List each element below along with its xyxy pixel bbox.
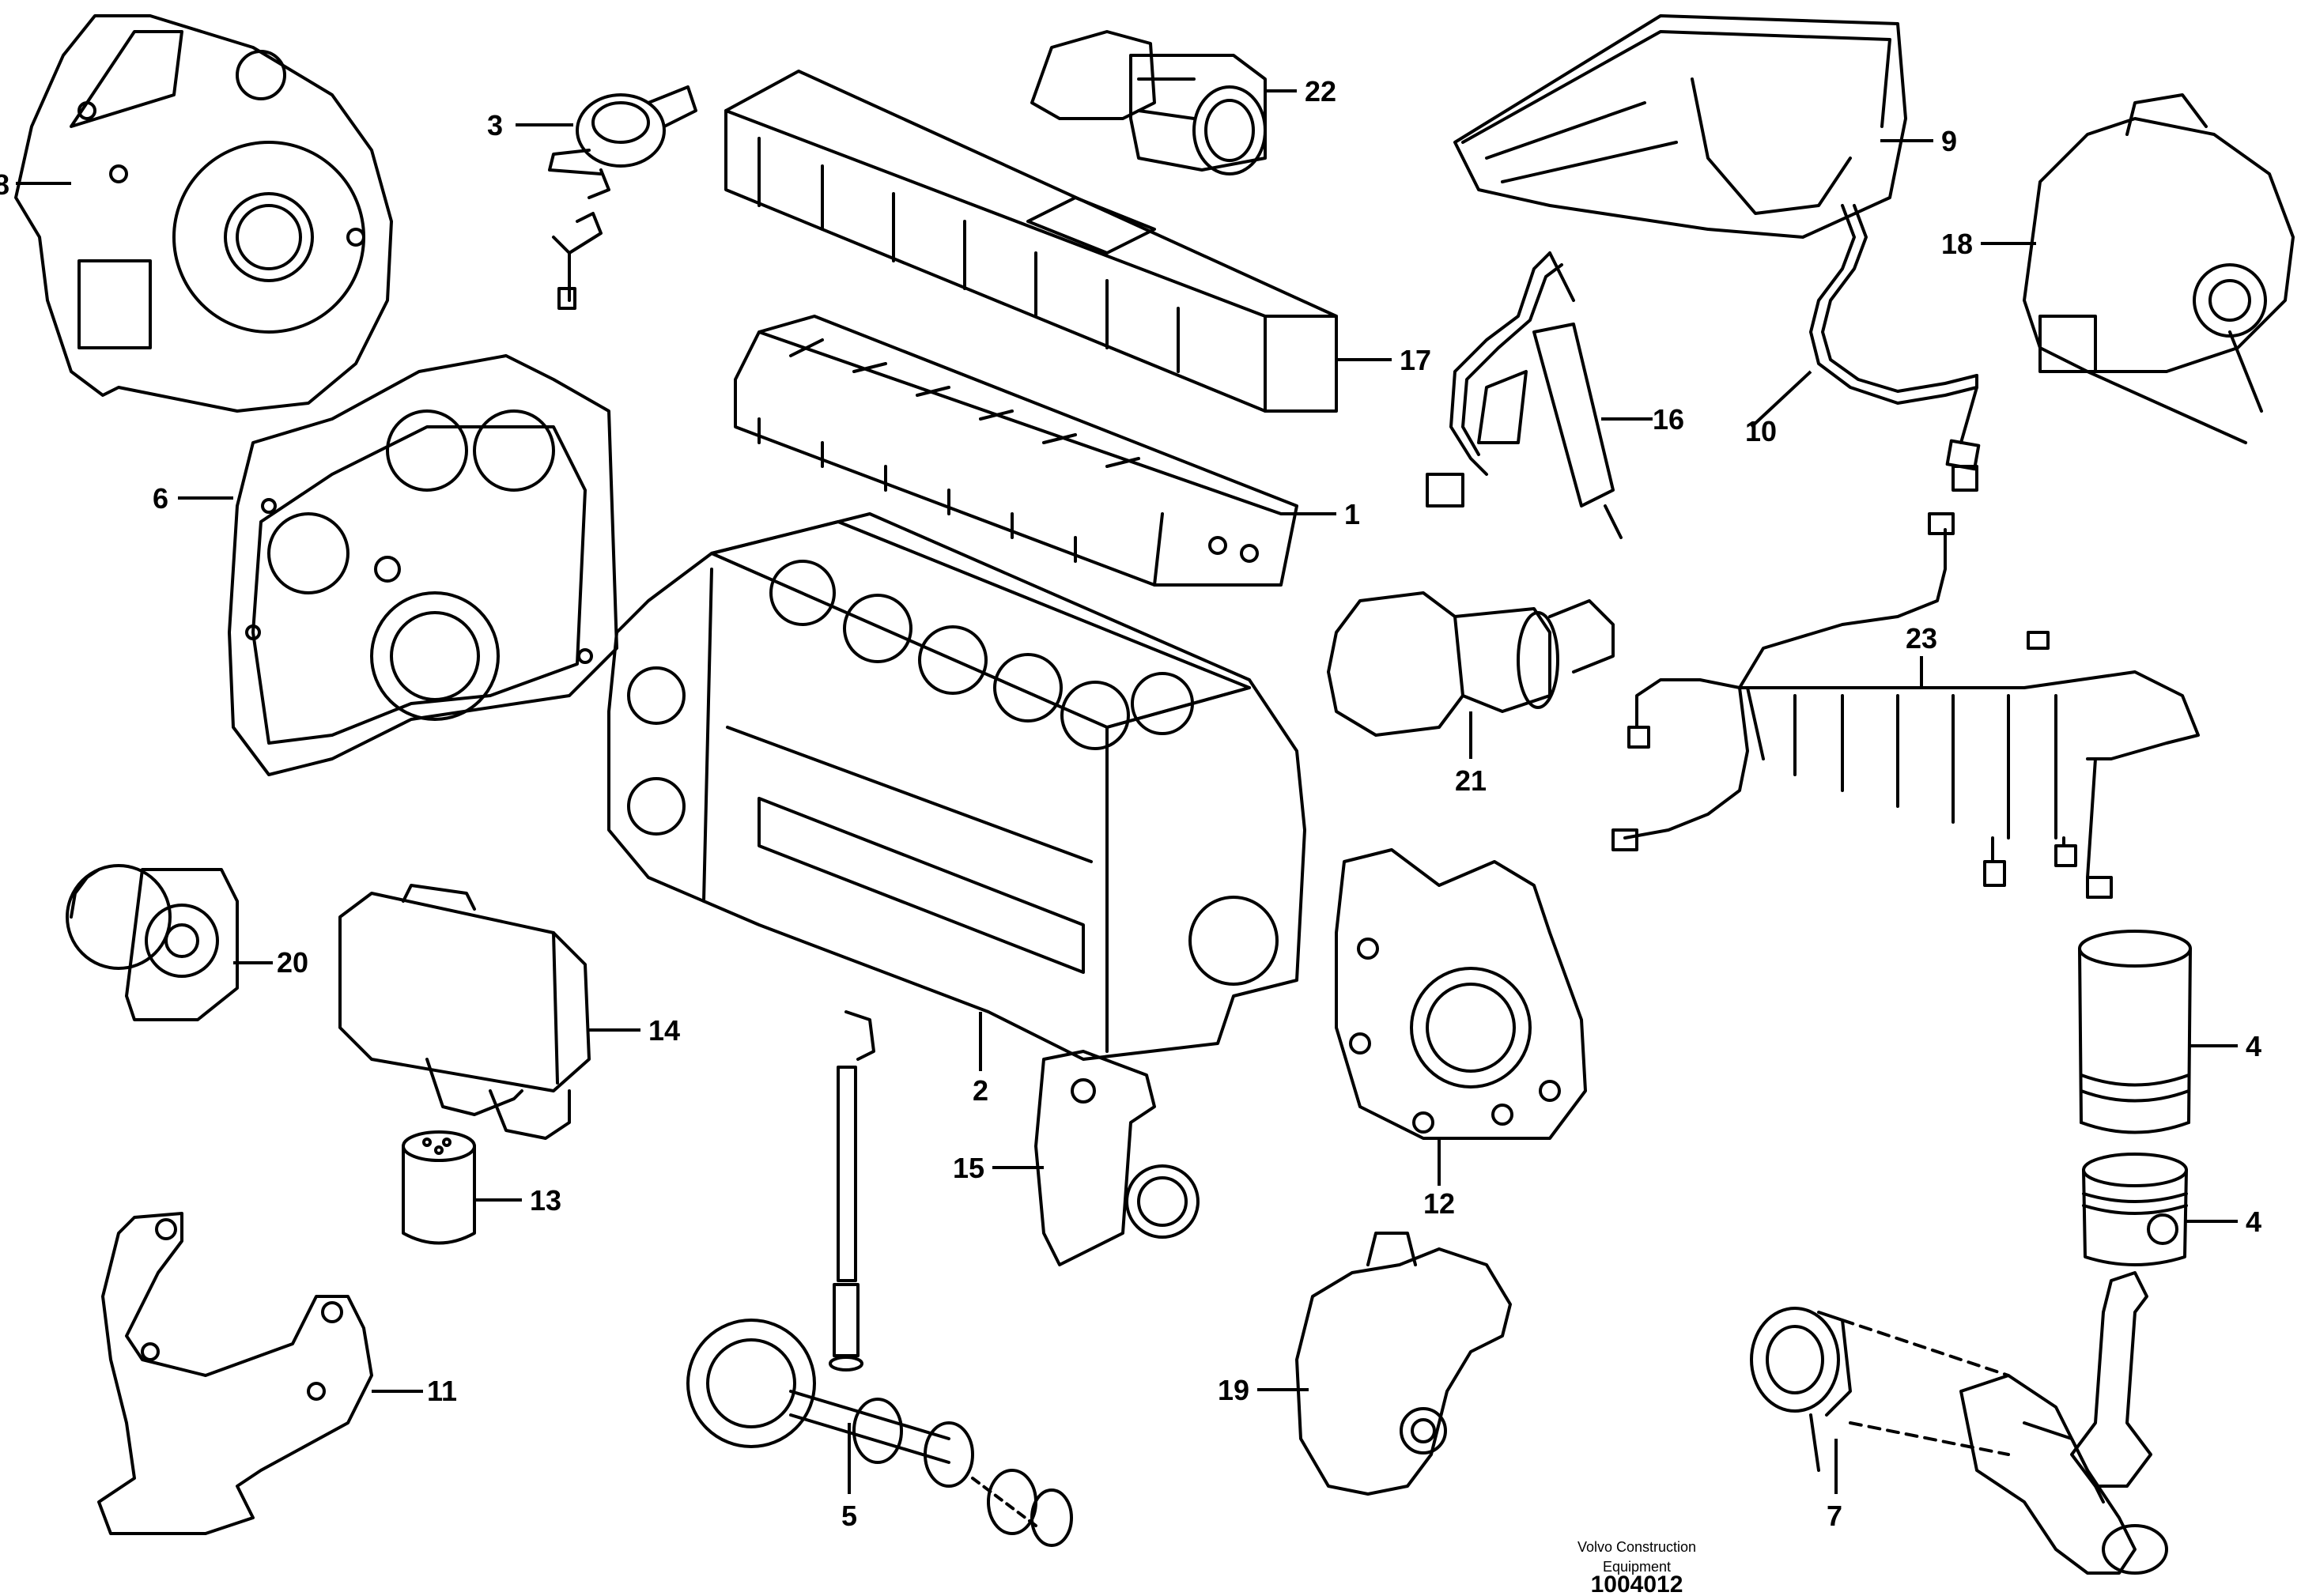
callout-9: 9: [1941, 125, 1957, 157]
callout-12: 12: [1423, 1187, 1455, 1220]
callout-8: 8: [0, 168, 9, 201]
engine-mount-bracket: [97, 1212, 373, 1535]
rocker-cover: [724, 70, 1338, 413]
fuel-injector-line: [1426, 251, 1623, 539]
rear-cover: [1335, 848, 1587, 1140]
callout-5: 5: [841, 1500, 857, 1532]
oil-pipe-breather: [548, 85, 697, 310]
water-pump: [1295, 1232, 1512, 1496]
cylinder-head: [734, 315, 1298, 587]
callout-23: 23: [1906, 622, 1937, 655]
solenoid-valve: [1030, 30, 1267, 175]
flywheel-housing: [14, 14, 393, 413]
turbocharger: [2023, 93, 2295, 444]
callout-17: 17: [1400, 344, 1431, 376]
callout-4b: 4: [2246, 1205, 2261, 1238]
cylinder-liner: [2078, 930, 2192, 1134]
callout-15: 15: [953, 1152, 984, 1184]
oil-pump: [66, 864, 239, 1021]
oil-cooler: [338, 884, 591, 1140]
callout-6: 6: [153, 482, 168, 515]
timing-gear-housing: [228, 354, 618, 776]
callout-21: 21: [1455, 764, 1487, 797]
drawing-number: 1004012: [1591, 1571, 1683, 1596]
callout-3: 3: [487, 109, 503, 141]
callout-20: 20: [277, 946, 308, 979]
callout-1: 1: [1344, 498, 1360, 530]
oil-filter: [402, 1130, 476, 1245]
oil-pipe: [1809, 204, 1981, 492]
callout-2: 2: [973, 1074, 988, 1107]
wiring-harness: [1611, 512, 2200, 899]
callout-11: 11: [427, 1375, 457, 1407]
publisher-credit-line2: Equipment: [1603, 1559, 1671, 1575]
piston-connecting-rod: [2070, 1153, 2188, 1488]
camshaft: [686, 1010, 1073, 1547]
callout-22: 22: [1305, 75, 1336, 108]
oil-pan: [1453, 14, 1907, 239]
publisher-credit-line1: Volvo Construction: [1577, 1539, 1696, 1555]
thermostat-housing: [1034, 1050, 1200, 1266]
callout-7: 7: [1827, 1500, 1842, 1532]
callout-16: 16: [1653, 403, 1684, 436]
callout-18: 18: [1941, 228, 1973, 260]
callout-4a: 4: [2246, 1030, 2261, 1062]
callout-19: 19: [1218, 1374, 1249, 1406]
callout-14: 14: [648, 1014, 680, 1047]
callout-10: 10: [1745, 415, 1777, 447]
engine-block: [607, 512, 1306, 1061]
crankshaft: [1750, 1307, 2168, 1575]
starter-motor: [1327, 591, 1615, 737]
callout-13: 13: [530, 1184, 561, 1217]
